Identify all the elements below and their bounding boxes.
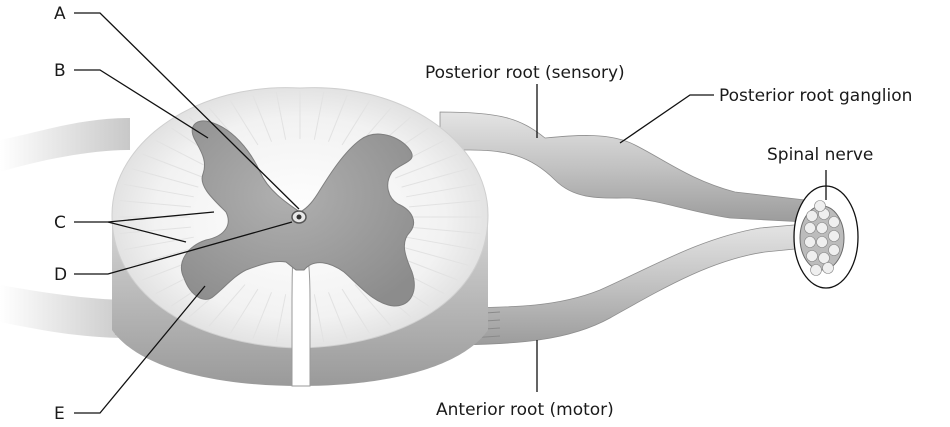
leader-lines — [74, 12, 827, 414]
label-b: B — [54, 61, 66, 81]
anterior-root-nerve — [439, 223, 806, 346]
leader-d — [74, 221, 293, 275]
posterior-root-nerve — [439, 111, 806, 223]
label-anterior-root: Anterior root (motor) — [436, 400, 614, 420]
label-e: E — [54, 404, 65, 424]
label-posterior-root-ganglion: Posterior root ganglion — [719, 86, 912, 106]
leader-b — [74, 69, 209, 139]
label-c: C — [54, 213, 66, 233]
label-spinal-nerve: Spinal nerve — [767, 145, 873, 165]
leader-a — [74, 12, 300, 210]
label-d: D — [54, 265, 67, 285]
left-nerve-roots — [0, 118, 130, 338]
leader-e — [74, 285, 206, 414]
spinal-nerve-cross-section — [793, 185, 859, 289]
leader-ganglion — [619, 94, 714, 144]
label-a: A — [54, 4, 66, 24]
leader-c2 — [107, 221, 187, 243]
label-posterior-root: Posterior root (sensory) — [425, 63, 625, 83]
